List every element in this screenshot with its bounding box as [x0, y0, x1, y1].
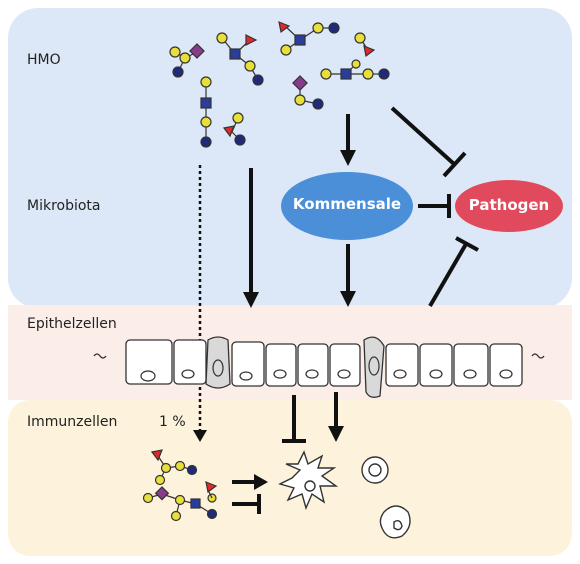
- inhibit-hmo-pathogens: [390, 106, 456, 166]
- immune-glycans: [142, 449, 218, 522]
- zone-label-hmo: HMO: [27, 52, 61, 68]
- commensals-node: [281, 172, 413, 240]
- epithelial-cell-icon: [93, 336, 545, 398]
- commensals-label: Kommensale: [292, 195, 402, 213]
- zone-label-epithelium: Epithelzellen: [27, 316, 117, 332]
- hmo-glycans: [169, 21, 390, 148]
- zone-label-microbiota: Mikrobiota: [27, 198, 101, 214]
- arrow-heads: [193, 150, 356, 490]
- hmo-microbiota-band: [8, 8, 572, 308]
- pathogens-node: [455, 180, 563, 232]
- interaction-lines: [198, 106, 479, 514]
- cell-nuclei: [140, 356, 513, 382]
- inhibit-epithelium-pathogens: [428, 242, 468, 308]
- zone-label-immune: Immunzellen: [27, 414, 118, 430]
- round-cell-icon: [361, 456, 411, 539]
- immune-band: [8, 400, 572, 556]
- dendritic-cell-icon: [278, 450, 339, 511]
- pathogens-label: Pathogen: [468, 196, 550, 214]
- immune-percent-label: 1 %: [159, 414, 186, 430]
